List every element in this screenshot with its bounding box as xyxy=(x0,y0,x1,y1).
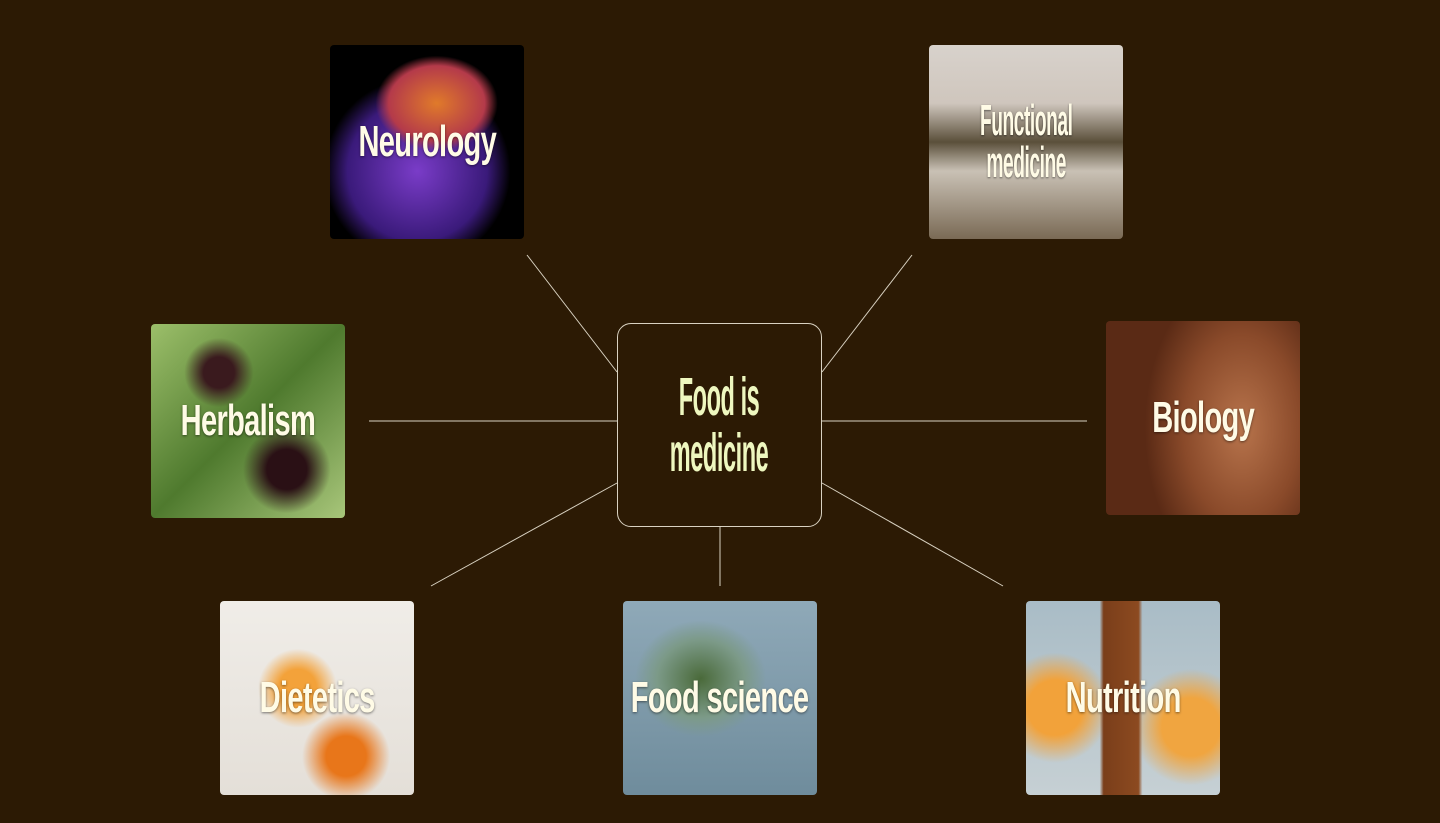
connector-functional-medicine xyxy=(821,254,913,373)
node-label: Neurology xyxy=(358,117,496,166)
node-label: Dietetics xyxy=(259,673,375,722)
connector-nutrition xyxy=(821,482,1004,587)
node-label: Nutrition xyxy=(1065,673,1181,722)
node-label: Biology xyxy=(1152,393,1255,442)
node-food-science[interactable]: Food science xyxy=(623,601,817,795)
node-label: Herbalism xyxy=(180,396,316,445)
node-neurology[interactable]: Neurology xyxy=(330,45,524,239)
node-label: Food science xyxy=(631,673,809,722)
node-herbalism[interactable]: Herbalism xyxy=(151,324,345,518)
node-dietetics[interactable]: Dietetics xyxy=(220,601,414,795)
node-nutrition[interactable]: Nutrition xyxy=(1026,601,1220,795)
node-biology[interactable]: Biology xyxy=(1106,321,1300,515)
connector-dietetics xyxy=(430,482,618,587)
connector-neurology xyxy=(526,254,618,373)
